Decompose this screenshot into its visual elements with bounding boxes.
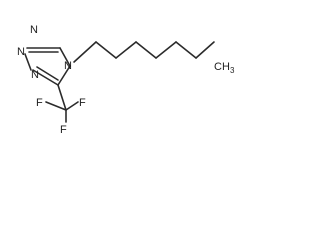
bond-cf3-link xyxy=(57,84,67,111)
bond-chain-2 xyxy=(115,41,137,59)
atom-methyl-subscript: 3 xyxy=(230,66,235,75)
atom-n-left: N xyxy=(17,46,25,58)
atom-f-right: F xyxy=(79,97,86,109)
bond-chain-6 xyxy=(195,41,215,59)
bond-chain-5 xyxy=(175,41,197,59)
bond-chain-3 xyxy=(135,41,157,59)
atom-n-top: N xyxy=(30,24,38,36)
bonds xyxy=(24,41,215,123)
bond-cf-right xyxy=(65,101,79,111)
atom-methyl-label: CH xyxy=(214,61,230,73)
bond-ring-bottom-double-a xyxy=(32,69,59,86)
bond-ring-bottom-double-b xyxy=(36,66,59,81)
bond-chain-1 xyxy=(95,41,117,59)
bond-ring-left xyxy=(24,53,32,71)
bond-chain-4 xyxy=(155,41,177,59)
bond-cf-left xyxy=(45,101,67,111)
bond-ring-right-lower xyxy=(57,65,71,86)
atom-n-substituted: N xyxy=(64,60,72,72)
atom-f-left: F xyxy=(36,97,43,109)
bond-ring-right-upper xyxy=(59,47,71,67)
atom-labels: N N N N F F F CH 3 xyxy=(17,24,235,136)
atom-f-bottom: F xyxy=(60,124,67,136)
bond-n-chain xyxy=(73,41,97,63)
chemical-structure: N N N N F F F CH 3 xyxy=(17,24,235,136)
atom-n-bottom-left: N xyxy=(31,69,39,81)
